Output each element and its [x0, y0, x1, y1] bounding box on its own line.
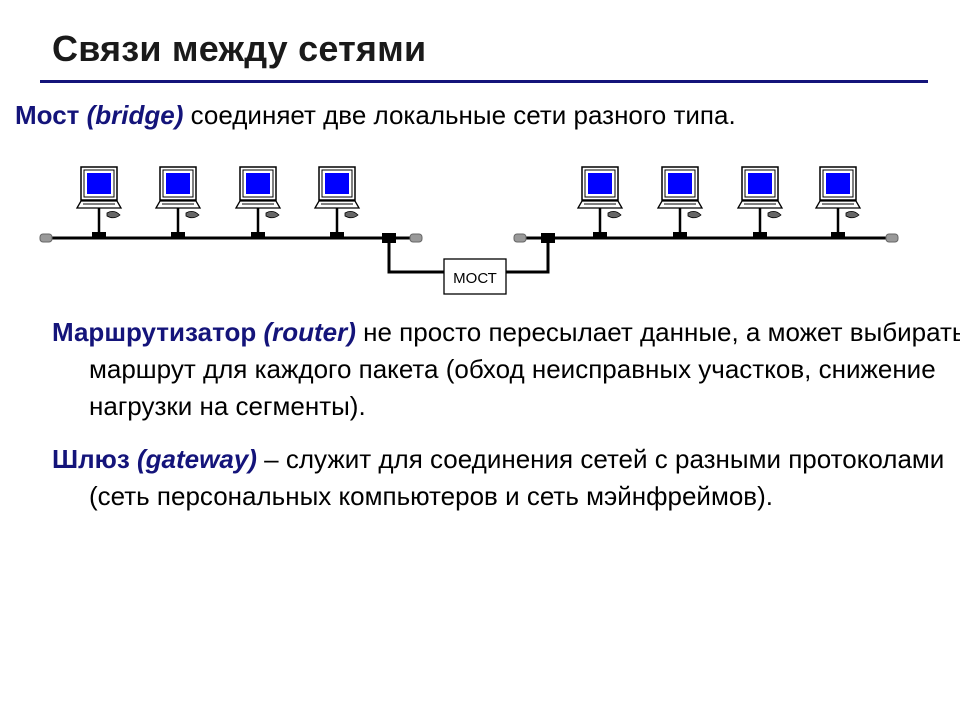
- gateway-description: – служит для соединения сетей с разными …: [89, 444, 945, 511]
- bridge-device-box: [443, 258, 507, 295]
- slide-title: Связи между сетями: [52, 28, 427, 69]
- title-underline: [40, 80, 928, 83]
- left-computer-3: [234, 165, 282, 240]
- bridge-term-en: (bridge): [86, 100, 184, 130]
- bridge-term: Мост: [15, 100, 80, 130]
- left-computer-4: [313, 165, 361, 240]
- bridge-description: соединяет две локальные сети разного тип…: [190, 100, 736, 130]
- bridge-link-left: [387, 238, 444, 274]
- router-description: не просто пересылает данные, а может выб…: [89, 317, 960, 421]
- left-computer-2: [154, 165, 202, 240]
- gateway-term-en: (gateway): [137, 444, 257, 474]
- router-paragraph: Маршрутизатор (router) не просто пересыл…: [52, 314, 960, 425]
- router-term-en: (router): [263, 317, 356, 347]
- router-term: Маршрутизатор: [52, 317, 257, 347]
- right-computer-4: [814, 165, 862, 240]
- left-bus-terminator-end: [409, 233, 423, 243]
- left-computer-1: [75, 165, 123, 240]
- right-bus-terminator-start: [513, 233, 527, 243]
- right-bus-terminator-end: [885, 233, 899, 243]
- bridge-link-right: [506, 238, 550, 274]
- gateway-paragraph: Шлюз (gateway) – служит для соединения с…: [52, 441, 960, 515]
- gateway-term: Шлюз: [52, 444, 130, 474]
- right-computer-1: [576, 165, 624, 240]
- bridge-device-label: МОСТ: [453, 270, 497, 287]
- bridge-intro: Мост (bridge) соединяет две локальные се…: [15, 100, 736, 130]
- bridge-diagram: МОСТ: [39, 165, 899, 295]
- right-computer-2: [656, 165, 704, 240]
- right-computer-3: [736, 165, 784, 240]
- left-bus-terminator-start: [39, 233, 53, 243]
